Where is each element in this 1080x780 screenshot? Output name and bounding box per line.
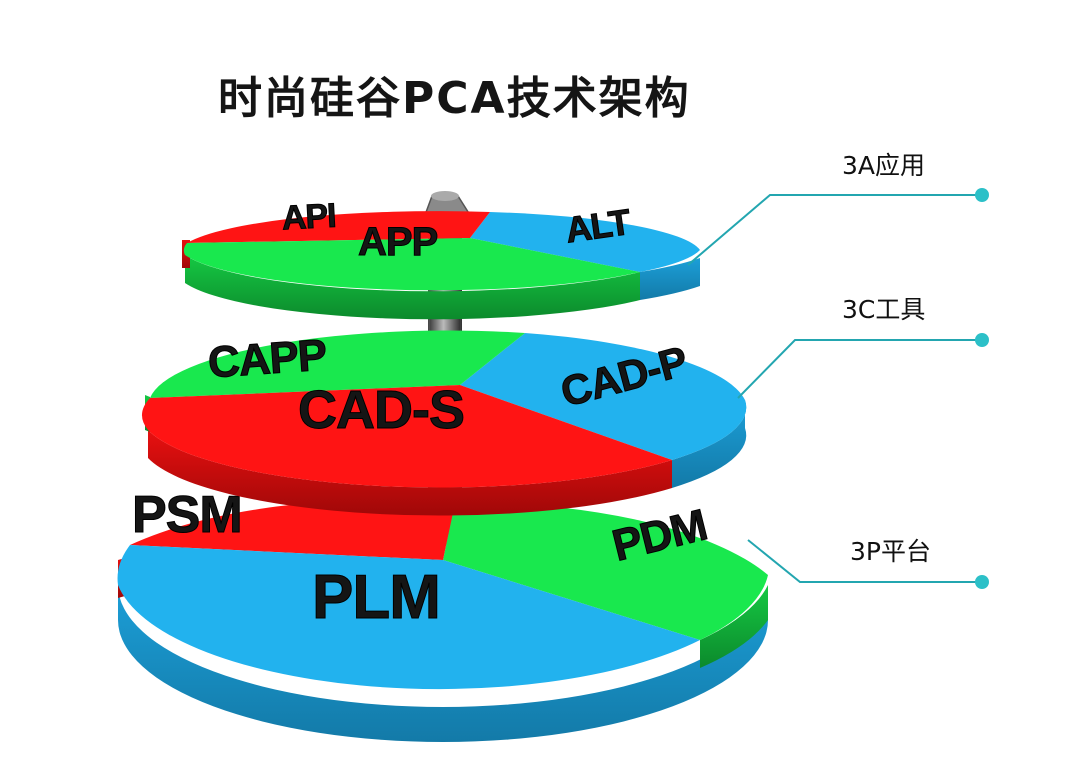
- segment-cad-s-surface: [142, 385, 672, 488]
- diagram-title: 时尚硅谷PCA技术架构: [218, 73, 691, 124]
- shaft-knob-top: [431, 191, 459, 201]
- label-app: APP: [358, 220, 438, 264]
- segment-plm-surface: [117, 545, 700, 690]
- callout-line-3p: [747, 539, 982, 583]
- disc-side-3a-green: [185, 255, 640, 320]
- segment-pdm-surface: [443, 502, 768, 640]
- label-psm: PSM: [132, 486, 242, 544]
- layer-3a-disc: API APP ALT: [182, 196, 700, 320]
- layer-3c-disc: CAPP CAD-S CAD-P: [142, 330, 747, 516]
- disc-side-3a-blue: [640, 258, 700, 300]
- segment-api-surface: [187, 211, 490, 243]
- label-api: API: [281, 197, 337, 238]
- label-alt: ALT: [563, 201, 633, 251]
- label-pdm: PDM: [608, 500, 712, 570]
- segment-psm-surface: [130, 499, 455, 560]
- segment-cad-p-surface: [460, 333, 747, 460]
- segment-app-surface: [183, 238, 640, 291]
- callout-label-3c: 3C工具: [842, 295, 926, 324]
- callout-dot-3a: [975, 188, 989, 202]
- callout-line-3a: [687, 194, 982, 266]
- layer-3p-disc: PSM PLM PDM: [117, 486, 768, 742]
- segment-capp-surface: [150, 330, 525, 398]
- label-capp: CAPP: [206, 330, 327, 387]
- callout-dot-3c: [975, 333, 989, 347]
- label-plm: PLM: [312, 563, 440, 632]
- label-cad-s: CAD-S: [298, 380, 464, 440]
- callout-dot-3p: [975, 575, 989, 589]
- disc-side-3c-blue: [672, 400, 747, 488]
- disc-side-3c-red: [148, 430, 672, 516]
- callout-label-3p: 3P平台: [850, 537, 931, 566]
- callout-label-3a: 3A应用: [842, 151, 926, 180]
- disc-side-3p: [118, 585, 768, 742]
- disc-side-3p-green: [700, 585, 768, 668]
- segment-alt-surface: [470, 212, 700, 272]
- callout-line-3c: [737, 339, 982, 399]
